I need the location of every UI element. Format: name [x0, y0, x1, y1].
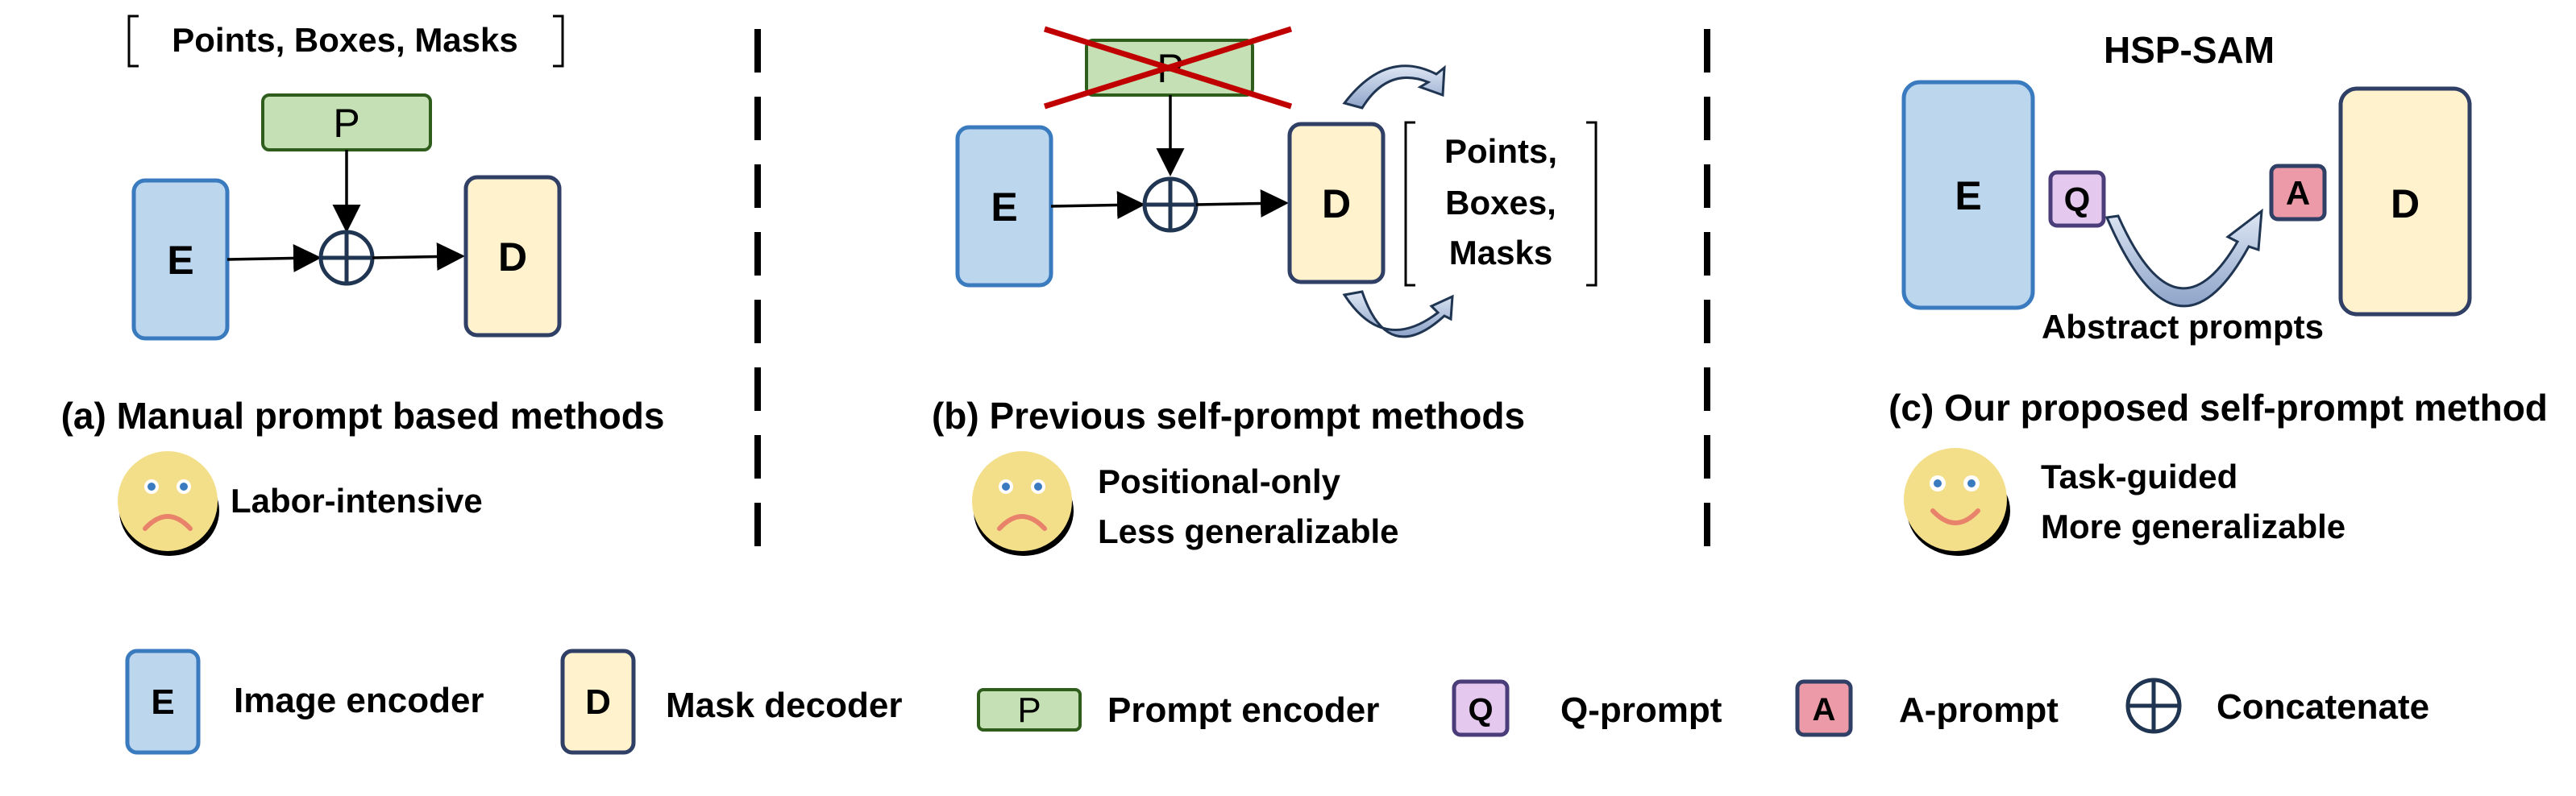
bracket-line-2-b: Boxes, [1445, 184, 1556, 222]
legend-encoder-letter: E [151, 682, 174, 722]
panel-b-note-2: Less generalizable [1098, 512, 1399, 550]
decoder-box [463, 175, 562, 338]
panel-a-note: Labor-intensive [231, 482, 483, 520]
legend-prompt-label: Prompt encoder [1107, 690, 1379, 730]
panel-a: Points, Boxes, Masks P E D (a) Manual pr… [61, 15, 665, 556]
legend-decoder-letter: D [585, 682, 611, 722]
legend-encoder-label: Image encoder [234, 681, 484, 720]
bracket-text: Points, Boxes, Masks [172, 21, 518, 59]
bracket-right-b [1586, 121, 1598, 287]
legend-decoder-label: Mask decoder [666, 686, 902, 725]
legend-prompt-letter: P [1017, 690, 1041, 730]
decoder-letter-c: D [2391, 181, 2420, 226]
arrow-encoder-to-concat-b [1050, 191, 1145, 220]
legend-decoder-swatch [560, 649, 636, 755]
cross-out-icon [1043, 26, 1293, 110]
panel-b-title: (b) Previous self-prompt methods [932, 395, 1525, 437]
loop-arrow-top [1342, 64, 1446, 110]
a-prompt-box [2269, 164, 2327, 222]
panel-a-title: (a) Manual prompt based methods [61, 395, 665, 437]
panel-b-note-1: Positional-only [1098, 462, 1341, 500]
legend-concat-label: Concatenate [2217, 687, 2429, 727]
legend-concatenate-icon [2125, 678, 2182, 734]
happy-face-icon [1904, 448, 2010, 556]
decoder-letter-b: D [1322, 181, 1351, 226]
legend-encoder-swatch [125, 649, 201, 755]
decoder-letter: D [498, 234, 527, 280]
panel-c-note-1: Task-guided [2041, 458, 2237, 495]
arrow-concat-to-decoder-b [1195, 189, 1289, 218]
q-letter: Q [2064, 180, 2091, 218]
legend: E Image encoder D Mask decoder P Prompt … [125, 649, 2429, 755]
legend-q-letter: Q [1468, 692, 1493, 728]
prompt-letter: P [333, 101, 359, 146]
legend-q-swatch [1452, 679, 1510, 737]
q-prompt-box [2048, 170, 2106, 228]
encoder-box-c [1901, 80, 2035, 310]
legend-a-label: A-prompt [1899, 690, 2059, 730]
decoder-box-b [1287, 122, 1386, 284]
legend-a-swatch [1795, 679, 1853, 737]
panel-b: P E D Points, Boxes, Masks (b) Previous … [932, 26, 1598, 556]
concatenate-icon [318, 230, 375, 286]
panel-c: HSP-SAM E Q A D Abstract prompts (c) Our… [1888, 29, 2548, 556]
legend-a-letter: A [1813, 692, 1836, 728]
sad-face-icon [118, 451, 219, 556]
bracket-line-3-b: Masks [1449, 234, 1552, 272]
loop-arrow-bottom [1342, 290, 1454, 338]
panel-c-heading: HSP-SAM [2104, 29, 2275, 71]
arrow-caption: Abstract prompts [2042, 308, 2324, 346]
arrow-encoder-to-concat [226, 244, 322, 273]
concatenate-icon-b [1142, 176, 1199, 233]
encoder-letter-c: E [1955, 173, 1981, 218]
abstract-prompt-arrow [2104, 208, 2263, 308]
arrow-concat-to-decoder [372, 243, 465, 272]
decoder-box-c [2338, 86, 2472, 317]
legend-q-label: Q-prompt [1560, 690, 1722, 730]
a-letter: A [2286, 174, 2310, 212]
bracket-line-1-b: Points, [1444, 132, 1557, 170]
panel-c-title: (c) Our proposed self-prompt method [1888, 387, 2548, 429]
bracket-right [553, 15, 564, 68]
panel-c-note-2: More generalizable [2041, 508, 2345, 545]
bracket-left [127, 15, 139, 68]
legend-prompt-swatch [977, 688, 1082, 732]
encoder-letter: E [167, 238, 193, 283]
sad-face-icon-b [972, 451, 1074, 556]
encoder-letter-b: E [991, 184, 1017, 230]
bracket-left-b [1404, 121, 1415, 287]
